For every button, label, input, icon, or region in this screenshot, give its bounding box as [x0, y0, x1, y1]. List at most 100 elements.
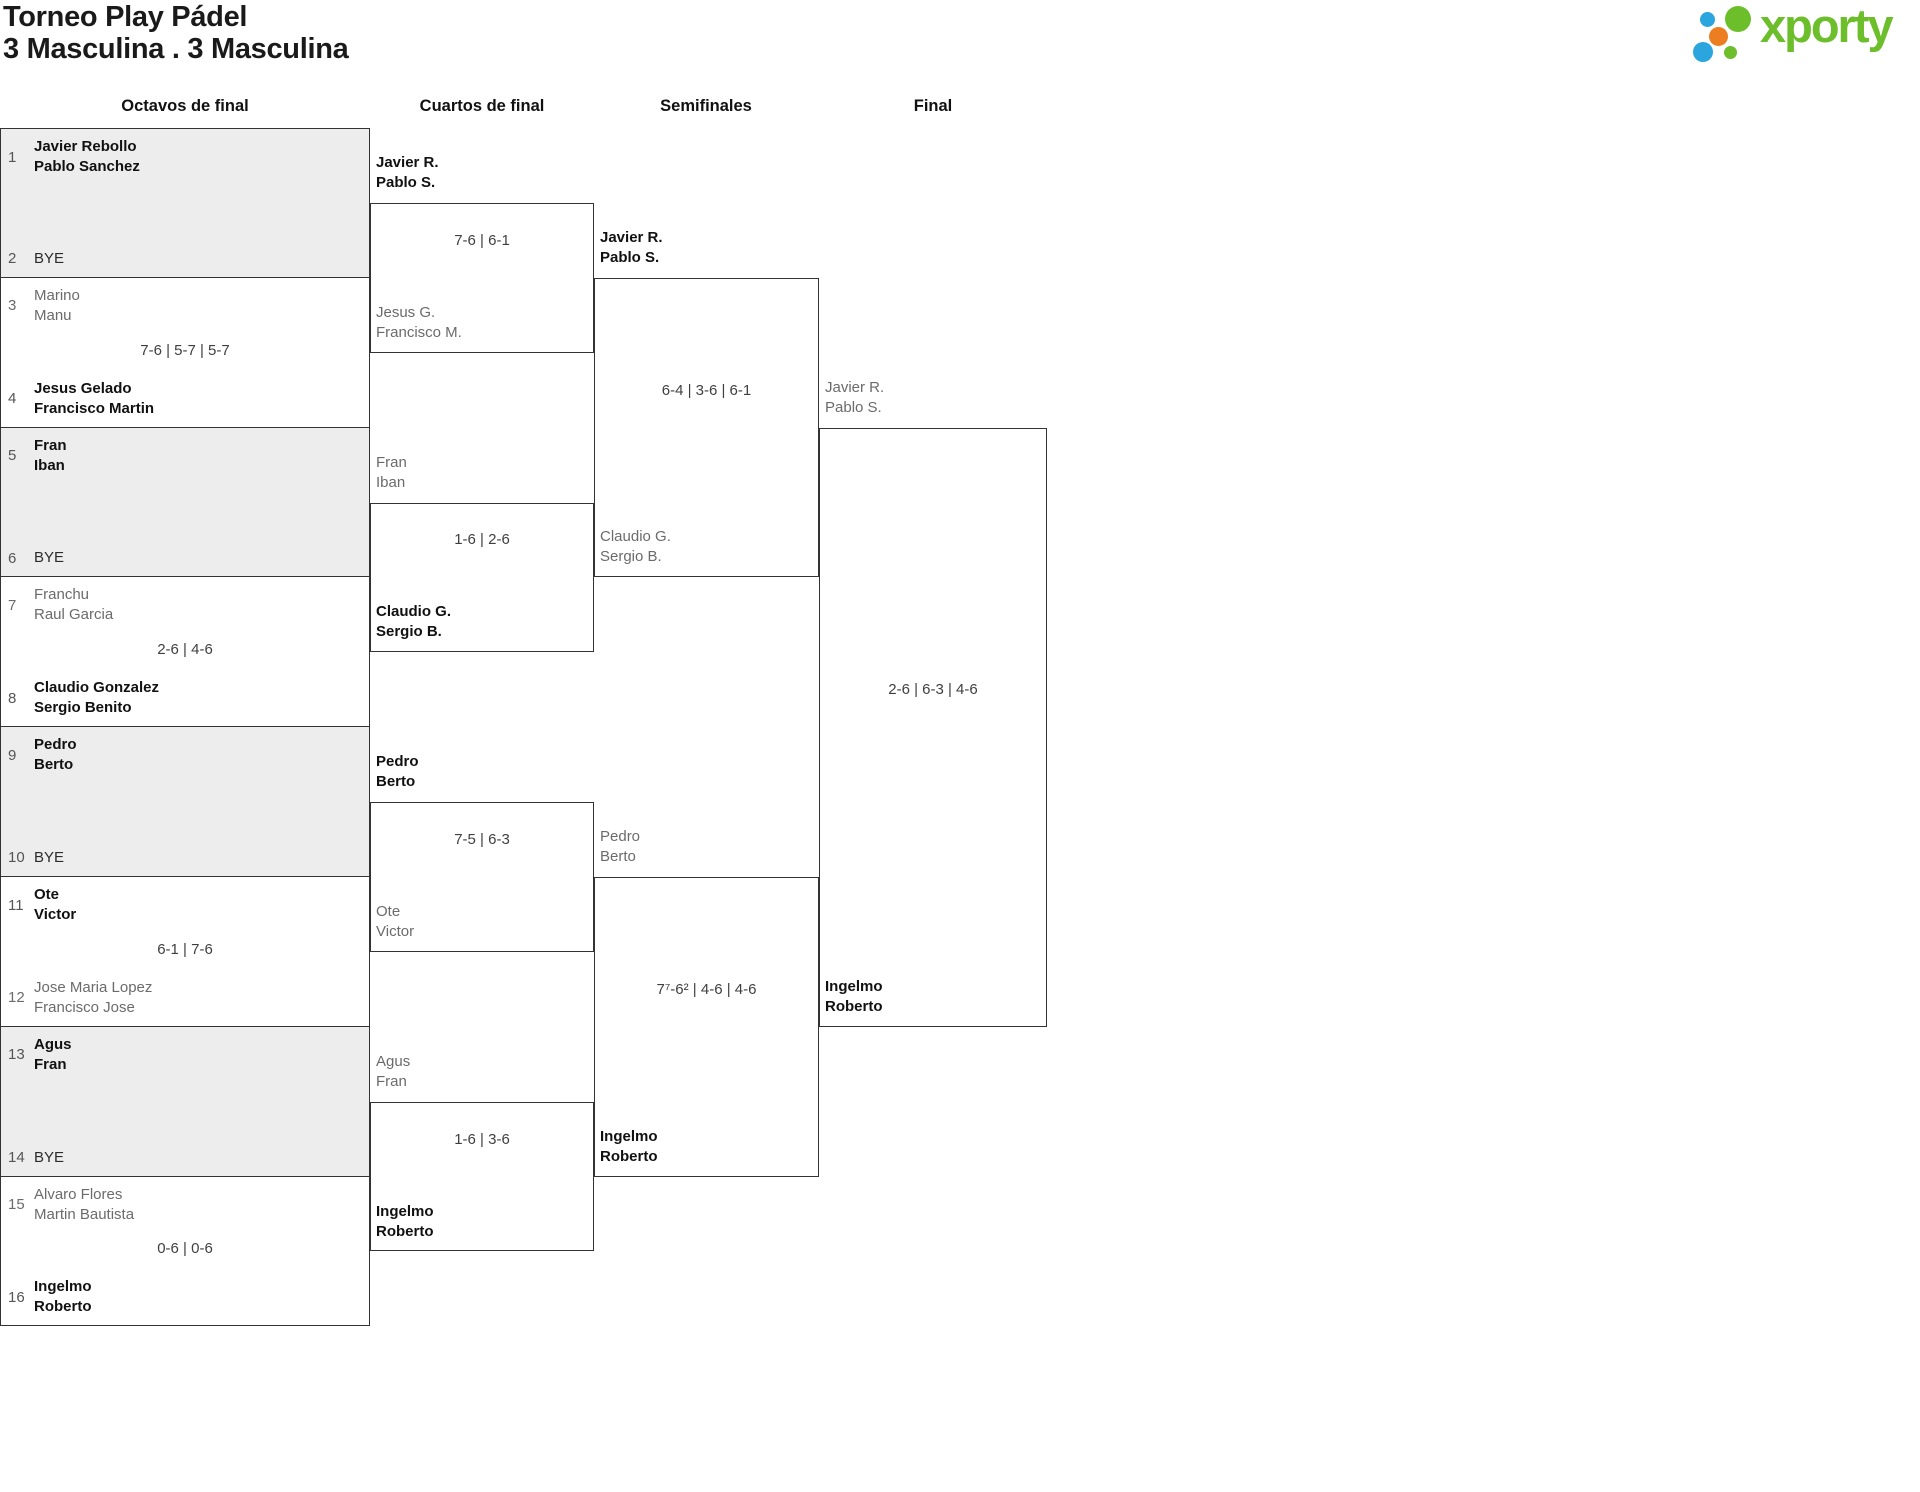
seed-number: 14	[8, 1149, 25, 1167]
team-name-line: BYE	[34, 848, 65, 866]
team-name-line: Jesus G.	[376, 303, 436, 321]
team-name-line: Francisco M.	[376, 323, 462, 341]
team-names: Javier R.Pablo S.	[600, 228, 813, 268]
team-name-line: Fran	[376, 1072, 407, 1090]
team-names: BYE	[34, 1148, 64, 1168]
team-name-line: BYE	[34, 549, 65, 567]
match-score: 6-1 | 7-6	[157, 940, 213, 958]
match-box-cuartos	[370, 802, 594, 952]
seed-number: 7	[8, 596, 17, 614]
seed-number: 16	[8, 1288, 25, 1306]
bye-slot: 14 BYE	[8, 1148, 365, 1168]
team-name-line: Fran	[34, 1055, 67, 1073]
seed-number: 11	[8, 896, 24, 914]
team-name-line: Pedro	[376, 753, 419, 771]
bye-slot: 2 BYE	[8, 249, 365, 269]
tournament-name: Torneo Play Pádel	[3, 1, 248, 33]
team-name-line: Pablo S.	[376, 173, 436, 191]
match-score: 7-6 | 6-1	[454, 231, 510, 249]
team-names: Javier R.Pablo S.	[376, 153, 588, 193]
seed-number: 13	[8, 1046, 25, 1064]
match-score: 7⁷-6² | 4-6 | 4-6	[656, 980, 757, 998]
seed-number: 2	[8, 250, 17, 268]
team-name-line: Raul Garcia	[34, 606, 114, 624]
advancing-team-label: Javier R.Pablo S.	[376, 153, 588, 193]
seed-number: 1	[8, 148, 17, 166]
match-score: 1-6 | 2-6	[454, 531, 510, 549]
team-name-line: Marino	[34, 286, 80, 304]
team-name-line: Francisco Jose	[34, 998, 135, 1016]
team-name-line: Claudio Gonzalez	[34, 679, 160, 697]
xporty-logo[interactable]: xporty	[1690, 0, 1915, 66]
team-name-line: Agus	[376, 1052, 411, 1070]
team-name-line: Francisco Martin	[34, 399, 155, 417]
team-name-line: Berto	[600, 848, 636, 865]
match-score: 0-6 | 0-6	[157, 1240, 213, 1258]
seed-number: 10	[8, 849, 25, 867]
team-name-line: Pedro	[34, 736, 77, 754]
match-score: 7-6 | 5-7 | 5-7	[140, 341, 230, 359]
seed-number: 9	[8, 746, 17, 764]
match-score: 2-6 | 6-3 | 4-6	[888, 681, 978, 699]
team-name-line: Fran	[34, 436, 67, 454]
team-name-line: Pablo Sanchez	[34, 158, 140, 175]
logo-dot-blue-small	[1700, 12, 1715, 27]
advancing-team-label: Claudio G.Sergio B.	[376, 602, 588, 642]
team-name-line: Ingelmo	[600, 1127, 658, 1145]
team-names: Claudio G.Sergio B.	[376, 602, 588, 642]
team-names: BYE	[34, 249, 64, 269]
team-name-line: Victor	[34, 906, 77, 923]
seed-number: 15	[8, 1196, 25, 1214]
seed-number: 3	[8, 297, 17, 315]
team-name-line: Victor	[376, 922, 415, 940]
logo-dot-green-large	[1725, 6, 1751, 32]
team-name-line: Pablo S.	[825, 398, 882, 416]
round-header-octavos: Octavos de final	[121, 97, 249, 115]
team-names: Javier R.Pablo S.	[825, 378, 1041, 418]
team-name-line: Sergio Benito	[34, 699, 132, 717]
team-name-line: Fran	[376, 453, 407, 471]
team-name-line: Roberto	[376, 1222, 434, 1240]
team-name-line: Roberto	[600, 1147, 658, 1165]
team-name-line: Roberto	[34, 1298, 92, 1316]
team-name-line: Ingelmo	[376, 1202, 434, 1220]
team-name-line: Berto	[34, 756, 74, 774]
match-box-cuartos	[370, 1101, 594, 1252]
team-name-line: Ingelmo	[34, 1278, 92, 1296]
match-box-cuartos	[370, 502, 594, 653]
team-name-line: Manu	[34, 306, 72, 324]
team-name-line: Javier R.	[600, 228, 663, 246]
match-score: 1-6 | 3-6	[454, 1130, 510, 1148]
advancing-team-label: Javier R.Pablo S.	[600, 228, 813, 268]
bye-slot: 10 BYE	[8, 848, 365, 868]
team-name-line: Agus	[34, 1035, 72, 1053]
advancing-team-label: Jesus G. Francisco M.	[376, 303, 588, 343]
